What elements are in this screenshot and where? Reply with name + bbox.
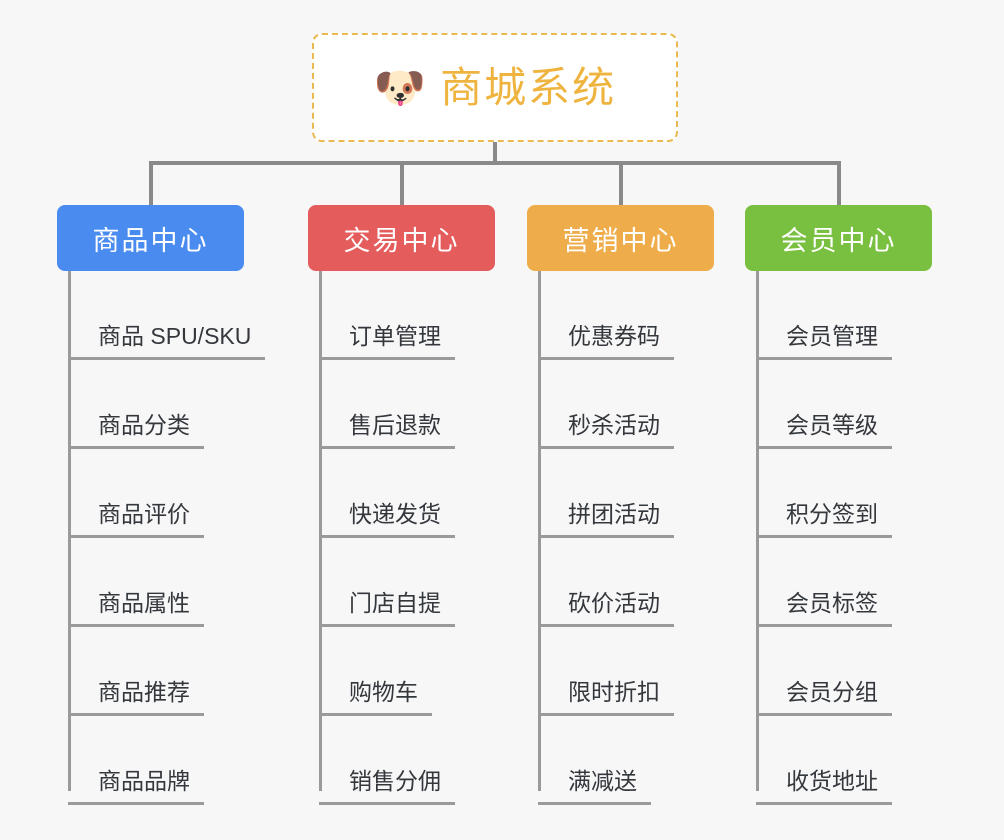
list-item[interactable]: 会员等级 (756, 360, 932, 449)
list-item[interactable]: 快递发货 (319, 449, 495, 538)
branch-header-trade[interactable]: 交易中心 (308, 205, 495, 271)
branch-column-member: 会员中心 会员管理 会员等级 积分签到 会员标签 会员分组 收货地址 (745, 205, 932, 805)
list-item[interactable]: 限时折扣 (538, 627, 714, 716)
leaf-label: 门店自提 (319, 592, 455, 627)
leaf-label: 积分签到 (756, 503, 892, 538)
leaf-label: 商品评价 (68, 503, 204, 538)
list-item[interactable]: 商品品牌 (68, 716, 265, 805)
branch-column-trade: 交易中心 订单管理 售后退款 快递发货 门店自提 购物车 销售分佣 (308, 205, 495, 805)
leaf-label: 砍价活动 (538, 592, 674, 627)
list-item[interactable]: 商品 SPU/SKU (68, 271, 266, 360)
branch-header-member[interactable]: 会员中心 (745, 205, 932, 271)
list-item[interactable]: 拼团活动 (538, 449, 714, 538)
list-item[interactable]: 会员分组 (756, 627, 932, 716)
connector-horizontal-bus (149, 161, 840, 165)
branch-header-product[interactable]: 商品中心 (57, 205, 244, 271)
list-item[interactable]: 商品属性 (68, 538, 265, 627)
list-item[interactable]: 商品分类 (68, 360, 265, 449)
leaf-list-member: 会员管理 会员等级 积分签到 会员标签 会员分组 收货地址 (756, 271, 932, 805)
connector-drop-1 (400, 161, 404, 205)
list-item[interactable]: 售后退款 (319, 360, 495, 449)
list-item[interactable]: 积分签到 (756, 449, 932, 538)
leaf-label: 商品推荐 (68, 681, 204, 716)
list-item[interactable]: 收货地址 (756, 716, 932, 805)
leaf-label: 会员分组 (756, 681, 892, 716)
list-item[interactable]: 砍价活动 (538, 538, 714, 627)
leaf-label: 秒杀活动 (538, 414, 674, 449)
list-item[interactable]: 门店自提 (319, 538, 495, 627)
leaf-label: 订单管理 (319, 325, 455, 360)
leaf-label: 满减送 (538, 770, 651, 805)
list-item[interactable]: 秒杀活动 (538, 360, 714, 449)
list-item[interactable]: 满减送 (538, 716, 714, 805)
leaf-list-product: 商品 SPU/SKU 商品分类 商品评价 商品属性 商品推荐 商品品牌 (68, 271, 266, 805)
leaf-label: 拼团活动 (538, 503, 674, 538)
leaf-label: 商品 SPU/SKU (68, 325, 266, 360)
leaf-list-trade: 订单管理 售后退款 快递发货 门店自提 购物车 销售分佣 (319, 271, 495, 805)
list-item[interactable]: 优惠券码 (538, 271, 714, 360)
root-node[interactable]: 🐶 商城系统 (312, 33, 678, 142)
connector-drop-3 (837, 161, 841, 205)
list-item[interactable]: 商品推荐 (68, 627, 265, 716)
leaf-label: 商品分类 (68, 414, 204, 449)
list-item[interactable]: 会员标签 (756, 538, 932, 627)
leaf-label: 优惠券码 (538, 325, 674, 360)
leaf-label: 收货地址 (756, 770, 892, 805)
list-item[interactable]: 商品评价 (68, 449, 265, 538)
connector-drop-0 (149, 161, 153, 205)
leaf-spine (68, 271, 71, 791)
leaf-label: 会员管理 (756, 325, 892, 360)
leaf-label: 商品品牌 (68, 770, 204, 805)
branch-column-marketing: 营销中心 优惠券码 秒杀活动 拼团活动 砍价活动 限时折扣 满减送 (527, 205, 714, 805)
list-item[interactable]: 销售分佣 (319, 716, 495, 805)
leaf-label: 售后退款 (319, 414, 455, 449)
leaf-label: 销售分佣 (319, 770, 455, 805)
leaf-label: 商品属性 (68, 592, 204, 627)
leaf-label: 购物车 (319, 681, 432, 716)
dog-face-icon: 🐶 (373, 63, 427, 111)
leaf-spine (319, 271, 322, 791)
branch-column-product: 商品中心 商品 SPU/SKU 商品分类 商品评价 商品属性 商品推荐 商品品牌 (57, 205, 266, 805)
connector-root-stem (493, 142, 497, 164)
root-title: 商城系统 (440, 63, 617, 111)
leaf-spine (756, 271, 759, 791)
leaf-label: 快递发货 (319, 503, 455, 538)
leaf-label: 限时折扣 (538, 681, 674, 716)
branch-header-marketing[interactable]: 营销中心 (527, 205, 714, 271)
list-item[interactable]: 购物车 (319, 627, 495, 716)
list-item[interactable]: 订单管理 (319, 271, 495, 360)
connector-drop-2 (619, 161, 623, 205)
leaf-spine (538, 271, 541, 791)
list-item[interactable]: 会员管理 (756, 271, 932, 360)
leaf-label: 会员等级 (756, 414, 892, 449)
leaf-label: 会员标签 (756, 592, 892, 627)
leaf-list-marketing: 优惠券码 秒杀活动 拼团活动 砍价活动 限时折扣 满减送 (538, 271, 714, 805)
